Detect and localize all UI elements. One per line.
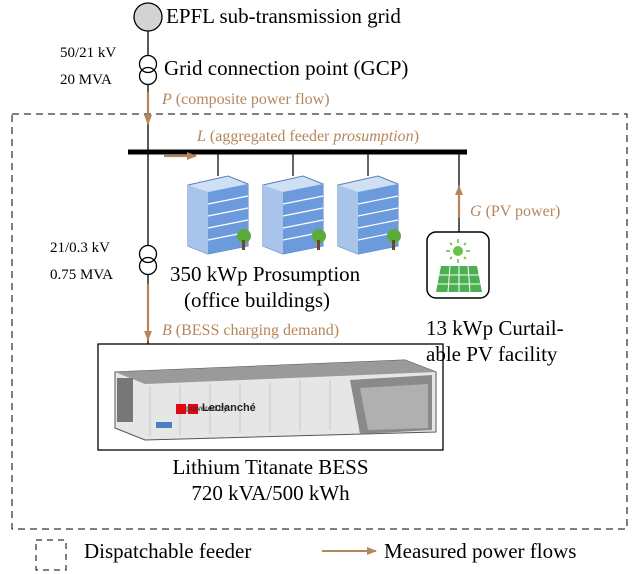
flow-b-text: (BESS charging demand) (175, 322, 340, 339)
battery-container-icon (114, 359, 437, 441)
office-building-icon (262, 175, 326, 255)
flow-g-symbol: G (470, 203, 482, 220)
bess-line2: 720 kVA/500 kWh (191, 481, 350, 505)
flow-g-text: (PV power) (485, 203, 561, 220)
transformer-1-rating: 20 MVA (60, 72, 112, 88)
transformer-1 (138, 54, 158, 86)
flow-l-symbol: L (197, 128, 206, 145)
flow-l-close: ) (413, 128, 420, 145)
gcp-label: Grid connection point (GCP) (164, 56, 409, 80)
legend-feeder-label: Dispatchable feeder (84, 539, 252, 563)
flow-l-italic: prosumption (333, 128, 414, 145)
solar-panel-icon (426, 231, 490, 299)
prosumption-line2: (office buildings) (184, 288, 330, 312)
flow-p-text: (composite power flow) (175, 91, 330, 108)
pv-line2: able PV facility (426, 342, 558, 366)
flow-l-text: (aggregated feeder (209, 128, 330, 145)
flow-l-label: L (aggregated feeder prosumption) (197, 129, 419, 145)
office-building-icon (187, 175, 251, 255)
bess-brand: Leclanché (202, 402, 256, 414)
legend-flows-label: Measured power flows (384, 539, 577, 563)
feeder-boundary (11, 113, 628, 530)
flow-b-symbol: B (162, 322, 172, 339)
transformer-2-ratio: 21/0.3 kV (50, 240, 110, 256)
prosumption-line1: 350 kWp Prosumption (170, 262, 361, 286)
flow-g-label: G (PV power) (470, 204, 560, 220)
pv-line1: 13 kWp Curtail- (426, 316, 564, 340)
transformer-1-ratio: 50/21 kV (60, 45, 117, 61)
grid-node (133, 2, 163, 32)
legend-dashed-box-icon (35, 539, 67, 571)
bess-brand-prefix: powered by (186, 404, 228, 413)
transformer-2 (138, 244, 158, 276)
flow-p-symbol: P (162, 91, 172, 108)
bess-line1: Lithium Titanate BESS (172, 455, 369, 479)
grid-label: EPFL sub-transmission grid (166, 4, 401, 28)
flow-b-label: B (BESS charging demand) (162, 323, 339, 339)
transformer-2-rating: 0.75 MVA (50, 267, 114, 283)
office-building-icon (337, 175, 401, 255)
flow-p-label: P (composite power flow) (162, 92, 330, 108)
